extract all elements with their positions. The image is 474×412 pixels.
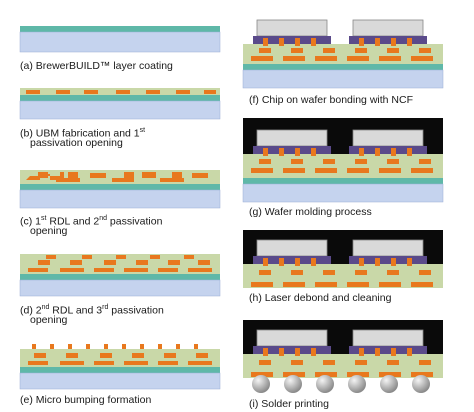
carrier-wafer	[19, 31, 221, 53]
step-c-diagram	[19, 170, 221, 209]
carrier-wafer	[242, 183, 444, 203]
ncf-right	[349, 36, 427, 44]
step-d-panel: (d) 2nd RDL and 3rd passivation opening	[19, 252, 230, 330]
caption-b-line2: passivation opening	[30, 137, 123, 149]
chip-right	[352, 129, 424, 147]
step-g-panel: (g) Wafer molding process	[242, 118, 463, 218]
step-i-diagram	[243, 320, 443, 393]
chip-left	[256, 129, 328, 147]
interconnects	[251, 38, 433, 61]
step-f-diagram	[242, 19, 444, 89]
interconnects	[251, 348, 433, 377]
caption-g: (g) Wafer molding process	[249, 206, 372, 218]
carrier-wafer	[19, 100, 221, 120]
step-c-panel: (c) 1st RDL and 2nd passivation opening	[19, 168, 230, 240]
step-h-diagram	[243, 230, 443, 288]
release-layer	[20, 274, 220, 280]
caption-d-line2: opening	[30, 314, 68, 326]
step-b-diagram	[19, 88, 221, 120]
ncf-right	[349, 346, 427, 354]
step-e-panel: (e) Micro bumping formation	[19, 342, 230, 408]
ncf-left	[253, 146, 331, 154]
rdl-traces	[28, 353, 212, 365]
release-layer	[20, 367, 220, 373]
step-e-diagram	[19, 344, 221, 390]
ubm-pads	[26, 90, 216, 94]
solder-balls	[252, 375, 430, 393]
release-layer	[243, 178, 443, 184]
carrier-wafer	[19, 279, 221, 297]
interconnects	[251, 258, 433, 287]
chip-left	[256, 239, 328, 257]
rdl-traces	[26, 172, 208, 182]
release-layer	[20, 95, 220, 101]
step-h-panel: (h) Laser debond and cleaning	[243, 230, 463, 310]
chip-left	[256, 19, 328, 37]
chip-left	[256, 329, 328, 347]
chip-right	[352, 239, 424, 257]
step-a-panel: (a) BrewerBUILD™ layer coating	[19, 22, 221, 72]
step-i-panel: (i) Solder printing	[243, 320, 463, 410]
step-b-panel: (b) UBM fabrication and 1st passivation …	[19, 85, 230, 155]
step-g-diagram	[242, 118, 444, 203]
passivation-layer	[243, 354, 443, 378]
ncf-left	[253, 36, 331, 44]
caption-c-line1: (c) 1st RDL and 2nd passivation	[20, 215, 163, 228]
chip-right	[352, 329, 424, 347]
step-d-diagram	[19, 254, 221, 297]
caption-h: (h) Laser debond and cleaning	[249, 292, 392, 304]
step-a-diagram	[19, 26, 221, 53]
passivation-layer	[243, 264, 443, 288]
release-layer	[243, 64, 443, 70]
release-layer	[20, 26, 220, 32]
chip-right	[352, 19, 424, 37]
caption-i: (i) Solder printing	[249, 398, 329, 410]
passivation-layer	[243, 154, 443, 178]
carrier-wafer	[19, 189, 221, 209]
rdl-traces	[28, 255, 212, 272]
interconnects	[251, 148, 433, 173]
caption-a: (a) BrewerBUILD™ layer coating	[20, 60, 173, 72]
caption-b-line1: (b) UBM fabrication and 1st	[20, 127, 146, 140]
ncf-left	[253, 256, 331, 264]
ncf-right	[349, 146, 427, 154]
caption-c-line2: opening	[30, 225, 68, 237]
carrier-wafer	[19, 372, 221, 390]
carrier-wafer	[242, 69, 444, 89]
caption-e: (e) Micro bumping formation	[20, 394, 152, 406]
micro-bumps	[32, 344, 198, 349]
caption-f: (f) Chip on wafer bonding with NCF	[249, 94, 413, 106]
caption-d-line1: (d) 2nd RDL and 3rd passivation	[20, 304, 164, 317]
ncf-left	[253, 346, 331, 354]
release-layer	[20, 184, 220, 190]
step-f-panel: (f) Chip on wafer bonding with NCF	[242, 18, 463, 108]
ncf-right	[349, 256, 427, 264]
